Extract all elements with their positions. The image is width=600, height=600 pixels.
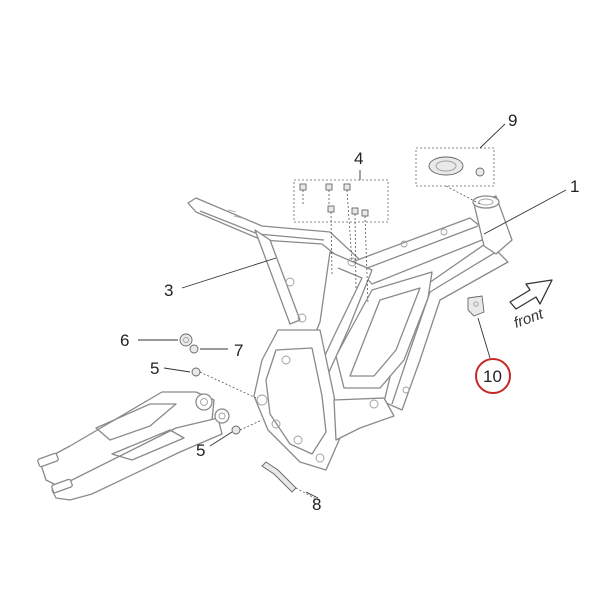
leader-5b	[209, 431, 233, 447]
callout-5-upper: 5	[150, 359, 159, 378]
front-arrow: front	[509, 279, 553, 332]
callout-labels: 1 3 4 5 5 6 7 8 9 10	[120, 111, 579, 514]
small-parts	[179, 295, 485, 501]
leader-9	[479, 123, 506, 149]
callout-9: 9	[508, 111, 517, 130]
leader-10	[477, 317, 491, 359]
leader-3	[181, 257, 277, 289]
main-frame	[187, 195, 513, 471]
leader-5a	[163, 367, 191, 373]
callout-3: 3	[164, 281, 173, 300]
bolt-set-4	[293, 179, 389, 305]
callout-1: 1	[570, 177, 579, 196]
callout-5-lower: 5	[196, 441, 205, 460]
callout-8: 8	[312, 495, 321, 514]
leader-lines	[138, 123, 567, 499]
callout-4: 4	[354, 149, 363, 168]
callout-10: 10	[483, 367, 502, 386]
callout-6: 6	[120, 331, 129, 350]
swingarm	[37, 391, 230, 501]
leader-8	[305, 491, 319, 499]
callout-10-highlight-circle	[475, 358, 511, 394]
callout-7: 7	[234, 341, 243, 360]
steering-cup-9	[415, 147, 495, 205]
leader-1	[483, 189, 567, 235]
